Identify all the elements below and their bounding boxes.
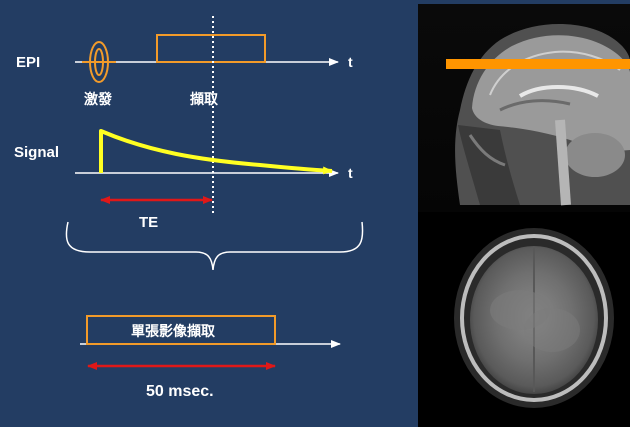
signal-t-label: t: [348, 165, 353, 181]
single-image-acquisition-label: 單張影像擷取: [131, 323, 216, 340]
sagittal-mri-image: [418, 4, 630, 212]
acquisition-label: 擷取: [190, 91, 219, 108]
duration-label: 50 msec.: [146, 383, 214, 400]
acquisition-window: [157, 35, 265, 62]
signal-label: Signal: [14, 144, 59, 161]
grouping-brace: [66, 222, 362, 270]
epi-t-label: t: [348, 54, 353, 70]
axial-epi-image: [418, 212, 630, 427]
excitation-label: 激發: [84, 91, 113, 108]
te-label: TE: [139, 214, 158, 231]
signal-decay-curve: [101, 131, 332, 173]
epi-label: EPI: [16, 54, 40, 71]
excitation-pulse-icon: [82, 42, 116, 82]
slice-position-marker: [446, 59, 630, 69]
